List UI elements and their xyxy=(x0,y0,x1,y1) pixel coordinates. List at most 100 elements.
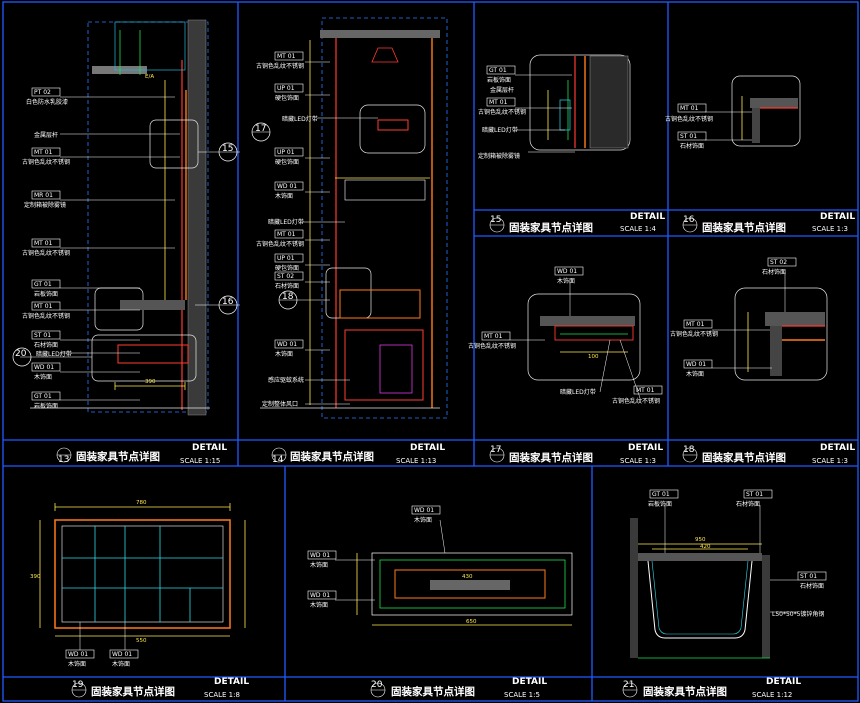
panel-13-callouts: PT 02 白色防水乳胶漆 金属层杆 MT 01 古铜色乱纹不锈钢 MR 01 … xyxy=(22,87,72,410)
callout-code: UP 01 xyxy=(277,149,295,156)
callout-code: WD 01 xyxy=(68,651,88,658)
panel-21-drawing: 950 420 xyxy=(630,518,770,659)
detail-tag: DETAIL xyxy=(410,443,445,453)
callout-text: 木饰面 xyxy=(275,350,293,358)
callout-code: MT 01 xyxy=(277,53,296,60)
panel-17-callouts: WD 01 木饰面 MT 01 古铜色乱纹不锈钢 暗藏LED灯带 MT 01 古… xyxy=(468,266,663,405)
callout-text: 金属层杆 xyxy=(490,86,514,94)
detail-tag: DETAIL xyxy=(766,677,801,687)
scale-label: SCALE 1:3 xyxy=(620,457,656,465)
panel-19-callouts: WD 01 木饰面 WD 01 木饰面 xyxy=(65,649,139,668)
detail-number: 21 xyxy=(623,680,634,690)
panel-21-leaders xyxy=(664,505,798,613)
detail-number: 16 xyxy=(222,297,234,307)
dimension-label: 430 xyxy=(462,574,473,580)
callout-text: 定制箱被除雾镜 xyxy=(478,152,520,160)
callout-code: WD 01 xyxy=(414,507,434,514)
callout-code: GT 01 xyxy=(34,281,52,288)
callout-text: 暗藏LED灯带 xyxy=(560,388,596,396)
detail-title: 固装家具节点详图 xyxy=(509,221,593,234)
dimension-label: 420 xyxy=(700,544,711,550)
detail-number: 20 xyxy=(15,349,27,359)
detail-number: 17 xyxy=(255,124,266,134)
panel-14-callouts: MT 01 古铜色乱纹不锈钢 UP 01 硬包饰面 暗藏LED灯带 UP 01 … xyxy=(256,51,318,408)
scale-label: SCALE 1:3 xyxy=(812,225,848,233)
callout-text: 木饰面 xyxy=(414,516,432,524)
detail-title: 固装家具节点详图 xyxy=(643,685,727,698)
callout-code: ST 01 xyxy=(34,332,51,339)
callout-text: 木饰面 xyxy=(68,660,86,668)
title-block-15: 15 固装家具节点详图 DETAIL SCALE 1:4 xyxy=(489,212,665,234)
callout-text: 硬包饰面 xyxy=(275,264,299,272)
callout-text: 石材饰面 xyxy=(800,582,824,590)
callout-code: MR 01 xyxy=(34,192,53,199)
callout-text: 木饰面 xyxy=(310,561,328,569)
callout-text: 古铜色乱纹不锈钢 xyxy=(22,249,70,257)
callout-code: MT 01 xyxy=(34,240,53,247)
callout-text: 石材饰面 xyxy=(34,341,58,349)
detail-title: 固装家具节点详图 xyxy=(76,450,160,463)
callout-text: 木饰面 xyxy=(310,601,328,609)
callout-code: MT 01 xyxy=(277,231,296,238)
panel-19-leaders xyxy=(79,622,126,650)
callout-text: 暗藏LED灯带 xyxy=(482,126,518,134)
callout-text: 白色防水乳胶漆 xyxy=(26,98,68,106)
detail-number: 16 xyxy=(683,215,695,225)
callout-text: 硬包饰面 xyxy=(275,158,299,166)
callout-text: 古铜色乱纹不锈钢 xyxy=(478,108,526,116)
panel-18-callouts: ST 02 石材饰面 MT 01 古铜色乱纹不锈钢 WD 01 木饰面 xyxy=(670,257,797,378)
title-block-18: 18 固装家具节点详图 DETAIL SCALE 1:3 xyxy=(682,443,855,465)
callout-text: 木饰面 xyxy=(34,373,52,381)
callout-code: WD 01 xyxy=(686,361,706,368)
dim-p13-width: 390 xyxy=(145,379,156,385)
detail-title: 固装家具节点详图 xyxy=(91,685,175,698)
dimension-label: 550 xyxy=(136,638,147,644)
callout-text: 暗藏LED灯带 xyxy=(282,115,318,123)
panel-15-callouts: GT 01 岩板饰面 金属层杆 MT 01 古铜色乱纹不锈钢 暗藏LED灯带 定… xyxy=(478,65,526,160)
detail-number: 14 xyxy=(272,455,284,465)
callout-text: 石材饰面 xyxy=(680,142,704,150)
section-marker-20: 20 xyxy=(12,347,92,367)
panel-13-leaders xyxy=(60,96,180,401)
title-block-20: 20 固装家具节点详图 DETAIL SCALE 1:5 xyxy=(370,677,547,699)
scale-label: SCALE 1:12 xyxy=(752,691,792,699)
callout-code: ST 02 xyxy=(770,259,787,266)
detail-number: 17 xyxy=(490,445,501,455)
detail-number: 15 xyxy=(222,144,233,154)
detail-tag: DETAIL xyxy=(820,443,855,453)
callout-code: UP 01 xyxy=(277,85,295,92)
callout-text: 石材饰面 xyxy=(736,500,760,508)
callout-text: 木饰面 xyxy=(686,370,704,378)
section-marker-17: 17 xyxy=(251,122,271,142)
callout-code: GT 01 xyxy=(34,393,52,400)
callout-text: 定制整体风口 xyxy=(262,400,298,408)
callout-text: 岩板饰面 xyxy=(34,402,58,410)
detail-title: 固装家具节点详图 xyxy=(702,221,786,234)
callout-code: MT 01 xyxy=(686,321,705,328)
dimension-label: 390 xyxy=(30,574,41,580)
detail-title: 固装家具节点详图 xyxy=(509,451,593,464)
panel-20-callouts: WD 01 木饰面 WD 01 木饰面 WD 01 木饰面 xyxy=(307,505,441,609)
callout-text: 古铜色乱纹不锈钢 xyxy=(468,342,516,350)
callout-code: ST 01 xyxy=(680,133,697,140)
detail-title: 固装家具节点详图 xyxy=(391,685,475,698)
detail-tag: DETAIL xyxy=(630,212,665,222)
callout-code: MT 01 xyxy=(34,303,53,310)
callout-code: GT 01 xyxy=(652,491,670,498)
panel-18-leaders xyxy=(712,272,786,369)
callout-text: 古铜色乱纹不锈钢 xyxy=(665,115,713,123)
detail-number: 19 xyxy=(72,680,84,690)
title-block-21: 21 固装家具节点详图 DETAIL SCALE 1:12 xyxy=(622,677,801,699)
callout-text: 金属层杆 xyxy=(34,131,58,139)
panel-17-leaders xyxy=(510,282,641,399)
marker-ea: E/A xyxy=(145,74,154,80)
detail-number: 18 xyxy=(683,445,695,455)
title-block-14: 14 固装家具节点详图 DETAIL SCALE 1:13 xyxy=(271,443,445,465)
detail-tag: DETAIL xyxy=(192,443,227,453)
panel-20-drawing: 430 650 xyxy=(356,552,573,626)
title-block-13: 13 固装家具节点详图 DETAIL SCALE 1:15 xyxy=(56,443,227,465)
panel-15-drawing xyxy=(529,54,631,151)
panel-14-leaders xyxy=(300,61,378,405)
